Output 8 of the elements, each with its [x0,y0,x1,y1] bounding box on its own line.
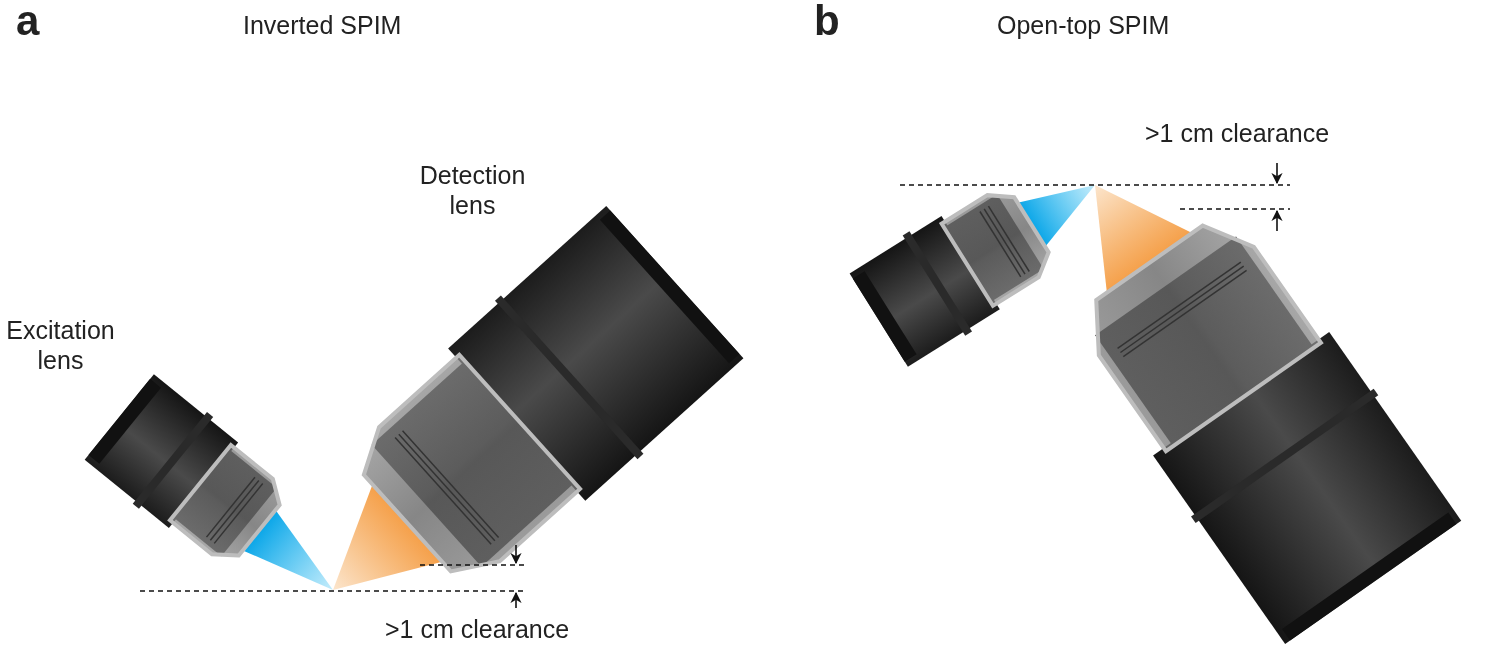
panel-letter: b [814,0,840,46]
dimension-label: >1 cm clearance [385,614,570,644]
panel-title: Open-top SPIM [997,10,1170,40]
lens-label: Excitation lens [5,315,116,375]
panel-title: Inverted SPIM [243,10,402,40]
dimension-label: >1 cm clearance [1145,118,1330,148]
panel-letter: a [16,0,40,46]
lens-label: Detection lens [418,160,527,220]
